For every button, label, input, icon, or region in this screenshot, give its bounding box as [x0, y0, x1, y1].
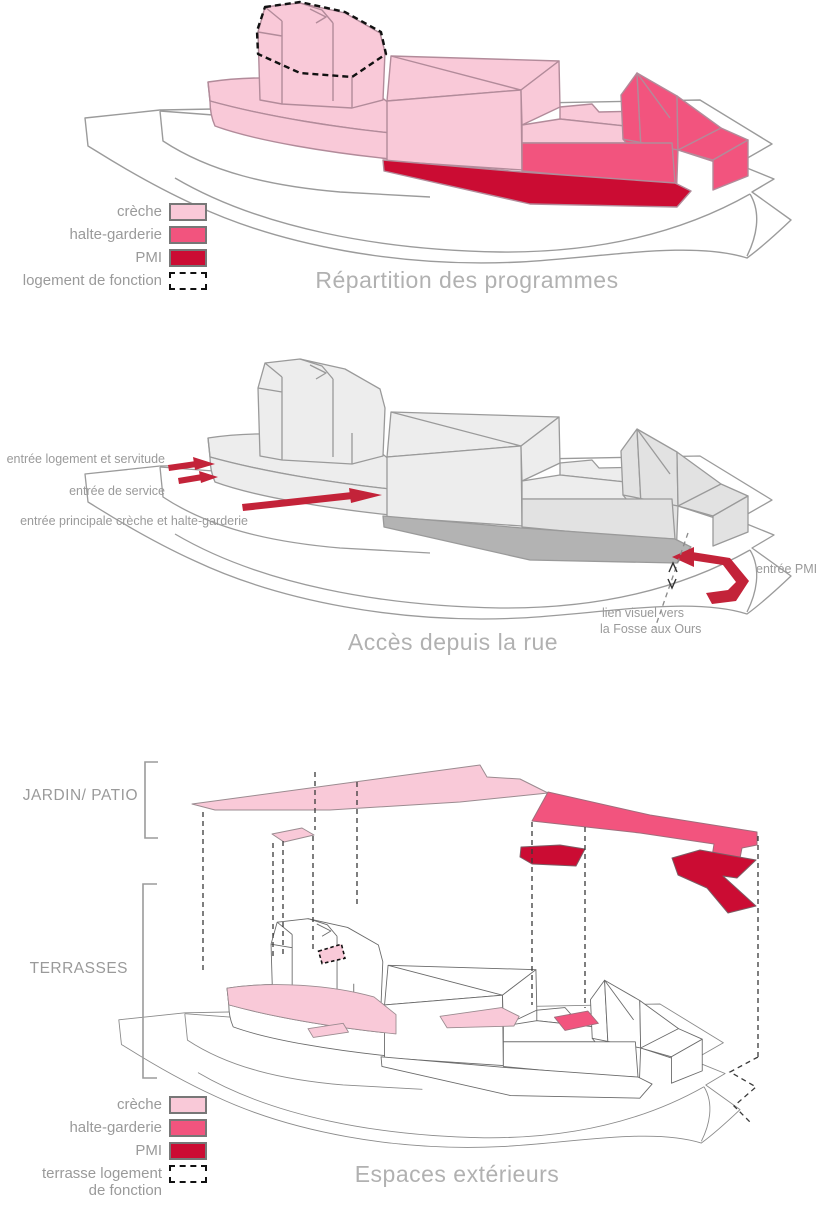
legend3-swatch-creche: [169, 1096, 207, 1114]
roof-jardin-creche: [191, 764, 549, 811]
diagram1-building: [85, 2, 791, 263]
legend-row-pmi: PMI: [0, 249, 207, 267]
diagram1-title: Répartition des programmes: [315, 267, 619, 293]
legend-swatch-pmi: [169, 249, 207, 267]
label-entree-pmi: entrée PMI: [756, 562, 818, 576]
legend3-swatch-terrasse: [169, 1165, 207, 1183]
label-jardin-patio: JARDIN/ PATIO: [22, 787, 138, 804]
diagram3-building: [118, 761, 759, 1148]
legend3-swatch-halte: [169, 1119, 207, 1137]
visual-link-arrowheads: [667, 561, 678, 590]
entrance-arrows: [168, 457, 749, 604]
legend3-row-pmi: PMI: [0, 1142, 207, 1160]
label-entree-service: entrée de service: [69, 484, 165, 498]
legend-label-creche: crèche: [116, 203, 162, 220]
roof-plan: [191, 764, 758, 914]
legend3-label-pmi: PMI: [135, 1142, 162, 1159]
legend3-label-terrasse-2: de fonction: [88, 1182, 162, 1199]
label-entree-principale: entrée principale crèche et halte-garder…: [20, 514, 248, 528]
legend-swatch-creche: [169, 203, 207, 221]
legend3-row-creche: crèche: [0, 1096, 207, 1114]
legend3-row-terrasse-logement: terrasse logement de fonction: [0, 1165, 207, 1199]
roof-pmi-zigzag: [671, 849, 757, 914]
legend-row-logement: logement de fonction: [0, 272, 207, 290]
legend3-label-terrasse-1: terrasse logement: [41, 1165, 162, 1182]
visual-link-dashed-line: [654, 532, 689, 629]
label-entree-logement: entrée logement et servitude: [6, 452, 165, 466]
terrace-halte: [553, 1010, 599, 1031]
label-lien-visuel-1: lien visuel vers: [602, 606, 684, 620]
legend-row-halte: halte-garderie: [0, 226, 207, 244]
terrace-creche-left: [226, 984, 397, 1035]
legend3-row-halte: halte-garderie: [0, 1119, 207, 1137]
roof-pmi-patch: [519, 844, 586, 867]
legend3-label-halte: halte-garderie: [69, 1119, 162, 1136]
terrace-logement-dashed: [317, 943, 346, 965]
projection-lines: [202, 772, 759, 1123]
legend-swatch-halte: [169, 226, 207, 244]
terrasses-bracket: [142, 883, 157, 1079]
legend-label-pmi: PMI: [135, 249, 162, 266]
legend-label-logement: logement de fonction: [22, 272, 162, 289]
legend-label-halte: halte-garderie: [69, 226, 162, 243]
terrace-creche-sliver: [307, 1022, 349, 1038]
diagram3-title: Espaces extérieurs: [354, 1161, 560, 1187]
diagram2-title: Accès depuis la rue: [347, 629, 559, 655]
legend-row-creche: crèche: [0, 203, 207, 221]
legend-swatch-logement: [169, 272, 207, 290]
terrace-creche-mid: [439, 1007, 520, 1029]
roof-column-top: [271, 827, 315, 843]
legend3-swatch-pmi: [169, 1142, 207, 1160]
label-lien-visuel-2: la Fosse aux Ours: [600, 622, 702, 636]
label-terrasses: TERRASSES: [29, 960, 128, 977]
legend3-label-creche: crèche: [116, 1096, 162, 1113]
jardin-patio-bracket: [144, 761, 158, 839]
diagram2-building: [85, 358, 791, 629]
